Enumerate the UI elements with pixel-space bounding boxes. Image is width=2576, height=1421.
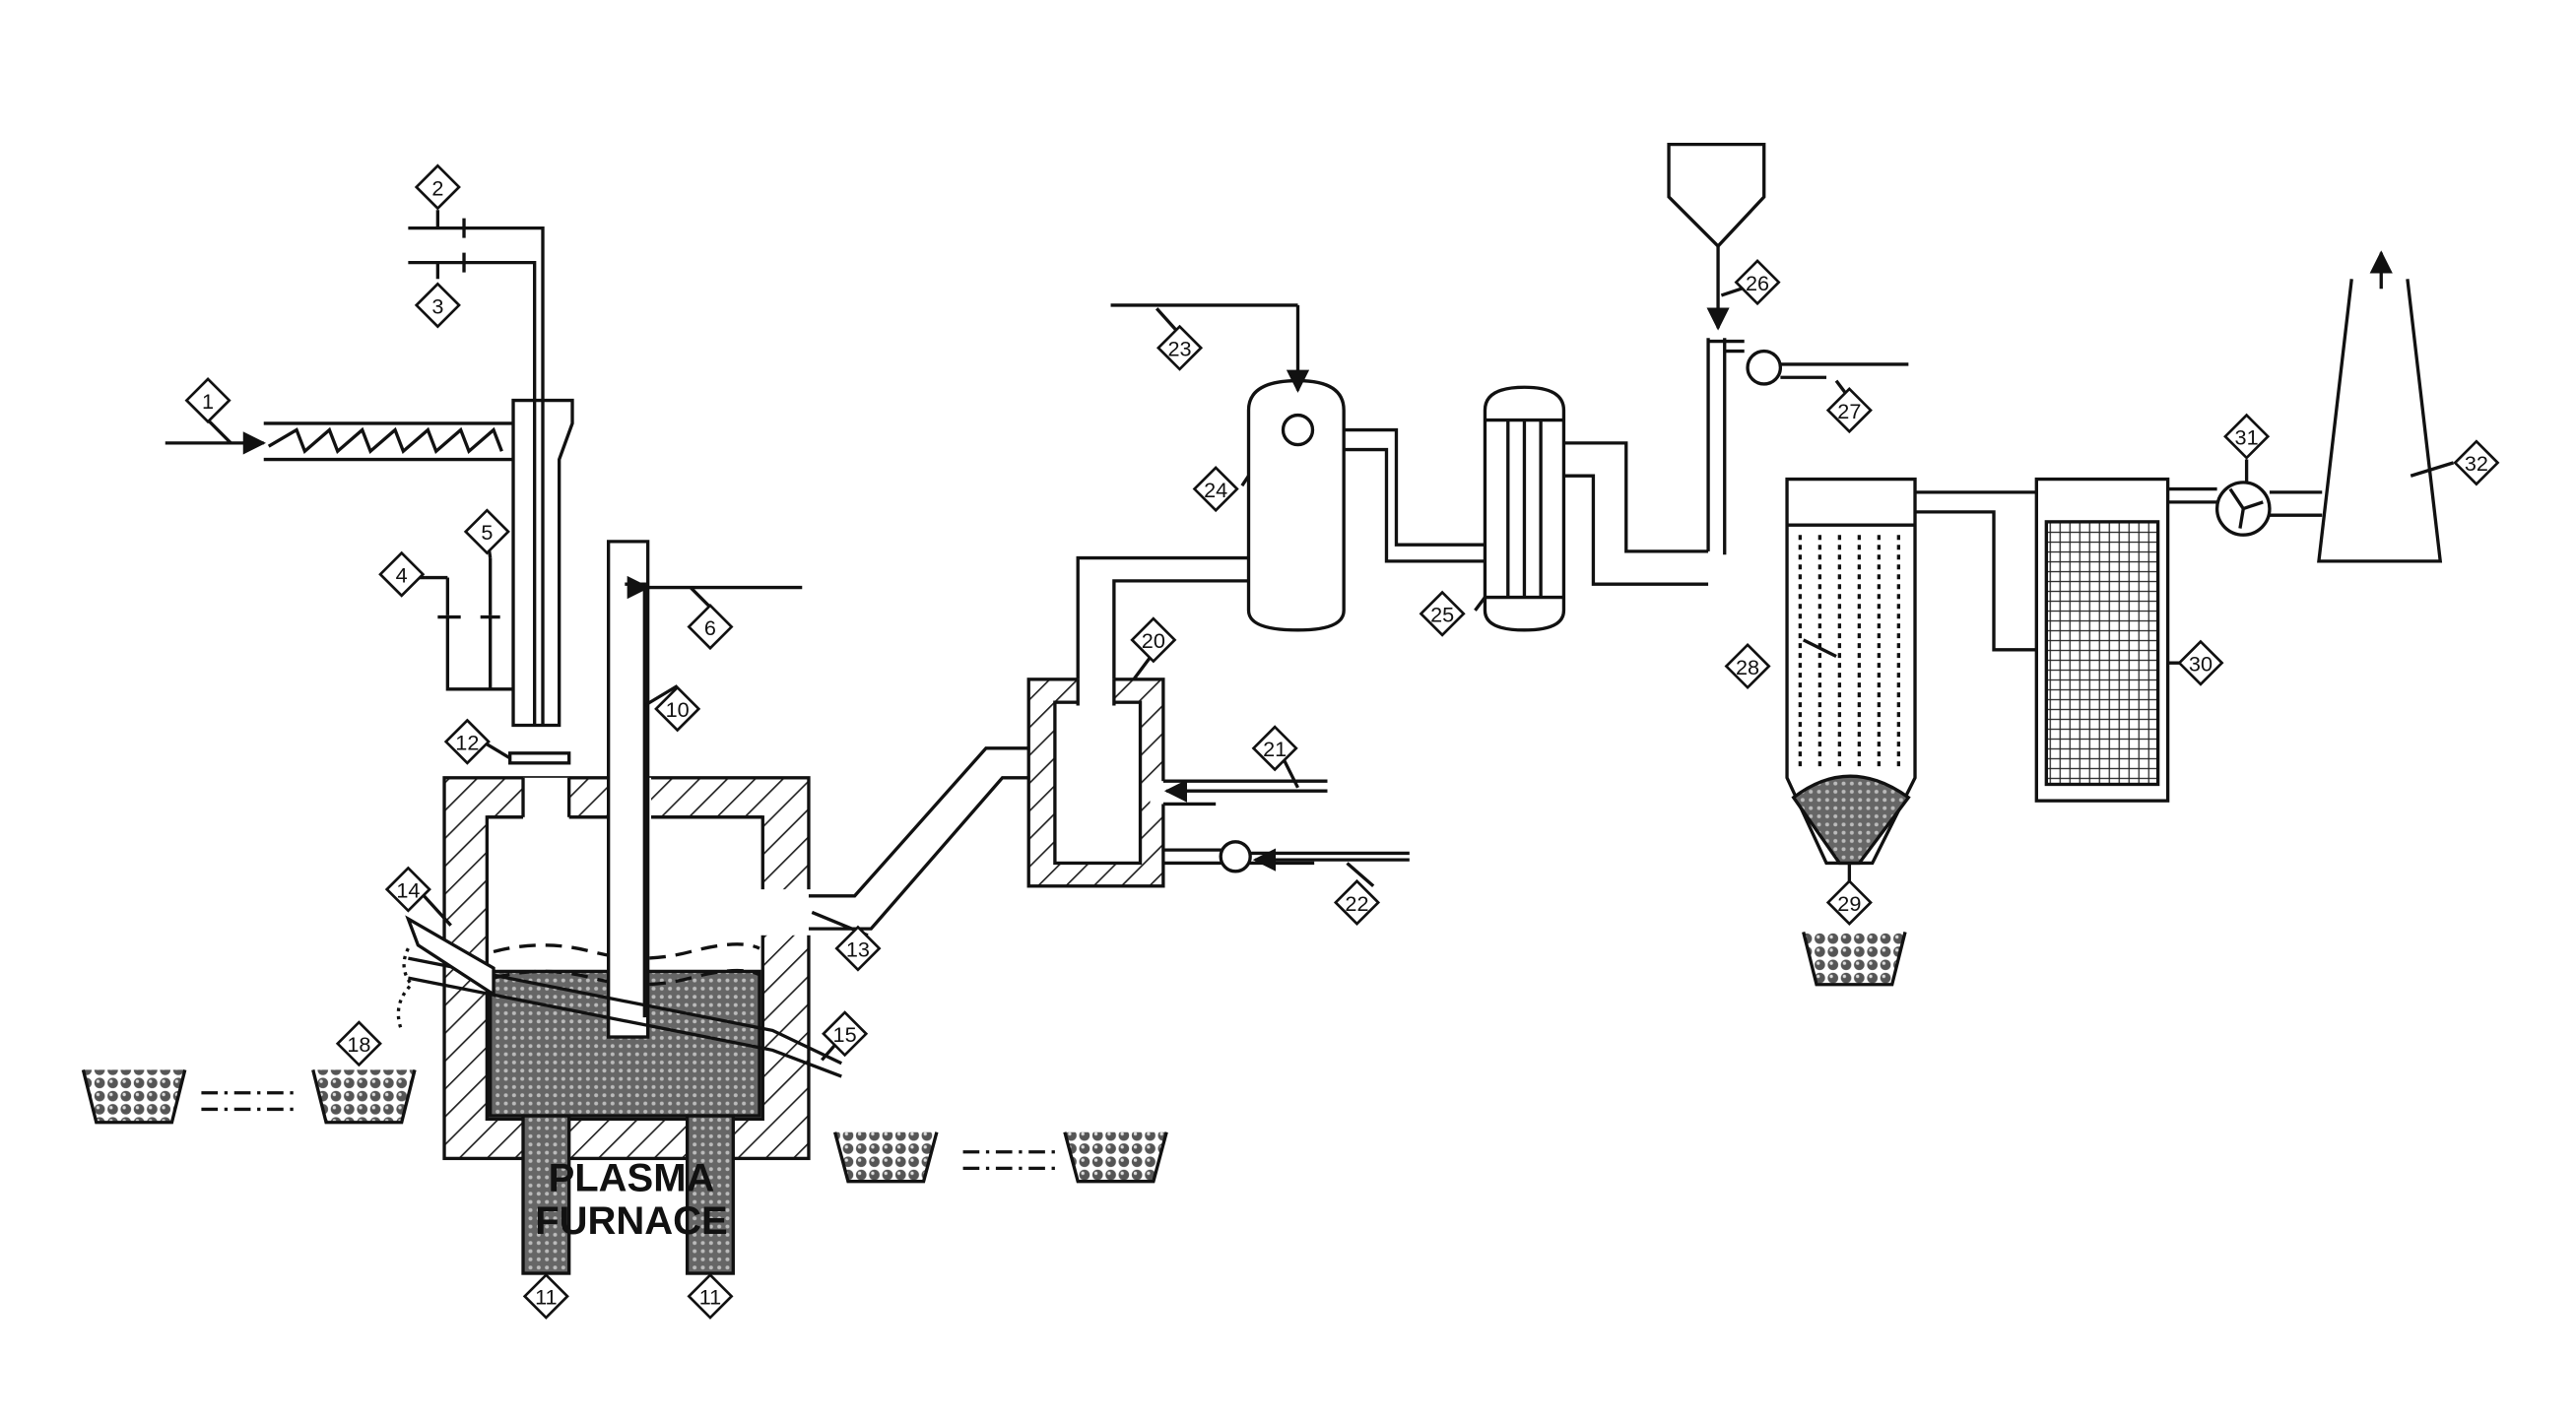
- marker-13: 13: [836, 927, 879, 969]
- screw-feeder: [165, 401, 572, 726]
- marker-32: 32: [2455, 441, 2497, 484]
- absorber-30: [2036, 480, 2216, 802]
- marker-label: 6: [704, 615, 716, 640]
- marker-label: 2: [431, 175, 443, 200]
- furnace-label-line1: PLASMA: [549, 1157, 715, 1200]
- marker-26: 26: [1736, 261, 1778, 303]
- marker-label: 3: [431, 293, 443, 318]
- marker-22: 22: [1336, 881, 1378, 924]
- marker-6: 6: [689, 606, 731, 648]
- marker-label: 14: [396, 877, 420, 902]
- marker-11a: 11: [525, 1275, 567, 1318]
- marker-23: 23: [1158, 327, 1201, 369]
- marker-18: 18: [338, 1022, 380, 1065]
- marker-label: 20: [1142, 628, 1165, 653]
- heat-exchanger-25: [1485, 387, 1708, 630]
- marker-4: 4: [380, 553, 423, 596]
- marker-label: 21: [1263, 737, 1287, 761]
- marker-label: 12: [455, 730, 479, 754]
- marker-label: 13: [846, 937, 870, 961]
- marker-label: 29: [1837, 891, 1861, 916]
- marker-label: 23: [1167, 337, 1191, 361]
- marker-21: 21: [1254, 727, 1296, 769]
- marker-label: 32: [2465, 451, 2488, 476]
- marker-30: 30: [2179, 642, 2221, 684]
- marker-label: 24: [1204, 478, 1227, 502]
- marker-24: 24: [1195, 468, 1237, 510]
- marker-11b: 11: [689, 1275, 731, 1318]
- marker-29: 29: [1828, 881, 1871, 924]
- marker-label: 27: [1837, 399, 1861, 423]
- fan-31: [2217, 483, 2323, 535]
- marker-label: 4: [396, 563, 408, 588]
- marker-27: 27: [1828, 389, 1871, 431]
- marker-14: 14: [387, 868, 429, 910]
- marker-1: 1: [186, 379, 229, 421]
- gas-duct: [809, 748, 1032, 929]
- marker-label: 11: [535, 1285, 557, 1310]
- marker-2: 2: [417, 165, 459, 208]
- marker-label: 31: [2235, 425, 2259, 450]
- marker-3: 3: [417, 284, 459, 326]
- marker-28: 28: [1726, 645, 1768, 687]
- marker-label: 10: [666, 697, 690, 722]
- marker-label: 15: [833, 1022, 857, 1047]
- baghouse-28: [1787, 480, 2036, 864]
- marker-label: 26: [1746, 271, 1769, 295]
- marker-label: 1: [202, 389, 214, 414]
- marker-label: 11: [699, 1285, 721, 1310]
- furnace-label-line2: FURNACE: [535, 1199, 727, 1243]
- marker-31: 31: [2225, 416, 2268, 458]
- marker-label: 28: [1736, 655, 1759, 679]
- marker-label: 22: [1345, 891, 1368, 916]
- marker-25: 25: [1420, 593, 1463, 635]
- marker-label: 30: [2189, 652, 2213, 677]
- stack-32: [2319, 253, 2440, 561]
- marker-20: 20: [1132, 618, 1174, 661]
- marker-5: 5: [466, 510, 508, 552]
- marker-label: 25: [1430, 603, 1454, 627]
- marker-label: 5: [481, 520, 493, 545]
- quench-chamber: [1028, 558, 1410, 886]
- marker-12: 12: [446, 720, 489, 762]
- marker-label: 18: [347, 1032, 370, 1057]
